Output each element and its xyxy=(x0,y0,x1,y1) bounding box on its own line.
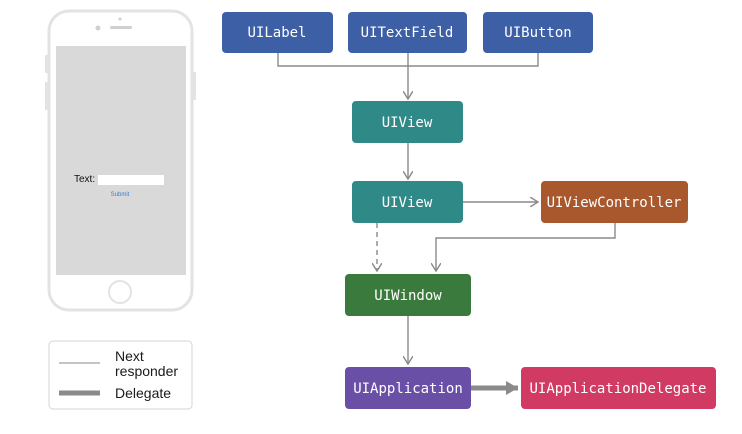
phone-camera-icon xyxy=(95,25,101,31)
node-uiapplication: UIApplication xyxy=(345,367,471,409)
iphone-mockup: Text: Submit xyxy=(45,9,196,312)
phone-submit-button[interactable]: Submit xyxy=(111,192,130,198)
node-uibutton: UIButton xyxy=(483,12,593,53)
node-uiwindow-box xyxy=(345,274,471,316)
node-uiwindow-label: UIWindow xyxy=(374,288,442,304)
arrow-uiviewcontroller-to-uiwindow xyxy=(436,223,616,271)
node-uilabel-box xyxy=(222,12,333,53)
phone-home-button[interactable] xyxy=(108,280,132,304)
node-uiapplication-box xyxy=(345,367,471,409)
node-uibutton-label: UIButton xyxy=(504,25,571,41)
node-uiwindow: UIWindow xyxy=(345,274,471,316)
phone-sensor-icon xyxy=(118,17,122,21)
node-uiview-mid: UIView xyxy=(352,181,463,223)
node-uiview-mid-box xyxy=(352,181,463,223)
node-uiview-top-label: UIView xyxy=(382,115,433,131)
node-uilabel-label: UILabel xyxy=(247,25,306,41)
node-uiapplicationdelegate: UIApplicationDelegate xyxy=(521,367,716,409)
node-uiview-mid-label: UIView xyxy=(382,195,433,211)
node-uiapplicationdelegate-box xyxy=(521,367,716,409)
node-uitextfield: UITextField xyxy=(348,12,467,53)
connectors xyxy=(277,53,616,395)
node-uitextfield-box xyxy=(348,12,467,53)
node-uibutton-box xyxy=(483,12,593,53)
node-uiviewcontroller-box xyxy=(541,181,688,223)
node-uiviewcontroller-label: UIViewController xyxy=(547,195,682,211)
legend-next-responder-label-2: responder xyxy=(115,363,178,379)
phone-screen xyxy=(56,46,186,275)
phone-side-button-left-2 xyxy=(45,82,49,110)
phone-speaker xyxy=(110,26,132,29)
node-uiview-top: UIView xyxy=(352,101,463,143)
phone-text-label: Text: xyxy=(74,174,95,185)
node-uitextfield-label: UITextField xyxy=(361,25,454,41)
node-uilabel: UILabel xyxy=(222,12,333,53)
legend: Next responder Delegate xyxy=(48,340,193,410)
node-uiapplicationdelegate-label: UIApplicationDelegate xyxy=(529,381,706,397)
node-uiview-top-box xyxy=(352,101,463,143)
node-uiapplication-label: UIApplication xyxy=(353,381,463,397)
phone-side-button-right xyxy=(192,72,196,100)
legend-next-responder-label-1: Next xyxy=(115,348,144,364)
phone-text-field[interactable] xyxy=(98,175,164,185)
node-uiviewcontroller: UIViewController xyxy=(541,181,688,223)
phone-side-button-left-1 xyxy=(45,55,49,73)
legend-delegate-label: Delegate xyxy=(115,385,171,401)
